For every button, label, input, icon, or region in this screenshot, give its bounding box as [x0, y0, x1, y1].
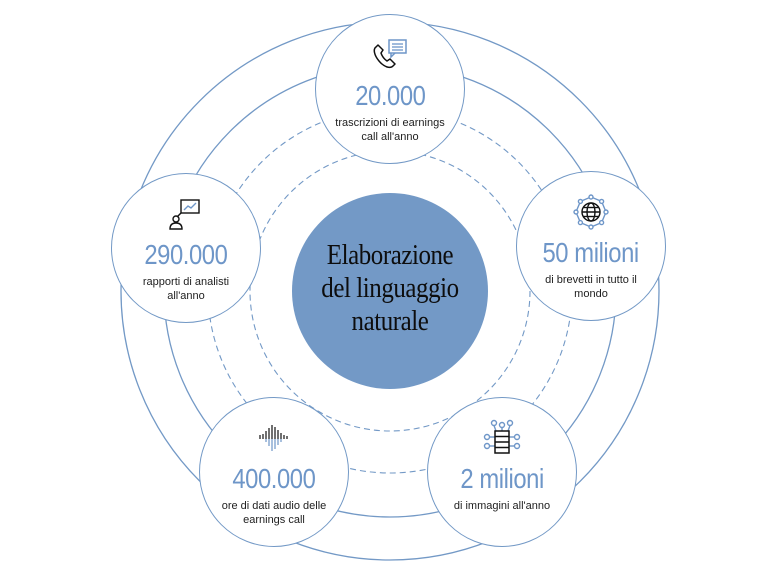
audio-waveform-icon: [257, 420, 291, 456]
database-network-icon: [482, 419, 522, 456]
node-value: 2 milioni: [460, 463, 544, 494]
center-title: Elaborazione del linguaggio naturale: [321, 238, 459, 337]
node-value: 50 milioni: [542, 237, 640, 268]
node-description: rapporti di analisti all'anno: [142, 276, 230, 302]
center-circle: Elaborazione del linguaggio naturale: [292, 193, 488, 389]
node-description: di immagini all'anno: [453, 500, 551, 512]
node-audio: 400.000 ore di dati audio delle earnings…: [199, 397, 349, 547]
node-patents: 50 milioni di brevetti in tutto il mondo: [516, 171, 666, 321]
node-earnings-transcripts: 20.000 trascrizioni di earnings call all…: [315, 14, 465, 164]
node-value: 20.000: [354, 80, 426, 111]
node-analyst-reports: 290.000 rapporti di analisti all'anno: [111, 173, 261, 323]
presenter-chart-icon: [169, 196, 203, 232]
node-value: 290.000: [144, 239, 228, 270]
node-description: trascrizioni di earnings call all'anno: [335, 117, 445, 143]
globe-network-icon: [573, 194, 609, 230]
node-description: ore di dati audio delle earnings call: [221, 500, 327, 526]
phone-chat-icon: [370, 37, 410, 73]
node-description: di brevetti in tutto il mondo: [545, 274, 637, 300]
node-value: 400.000: [232, 463, 316, 494]
node-images: 2 milioni di immagini all'anno: [427, 397, 577, 547]
